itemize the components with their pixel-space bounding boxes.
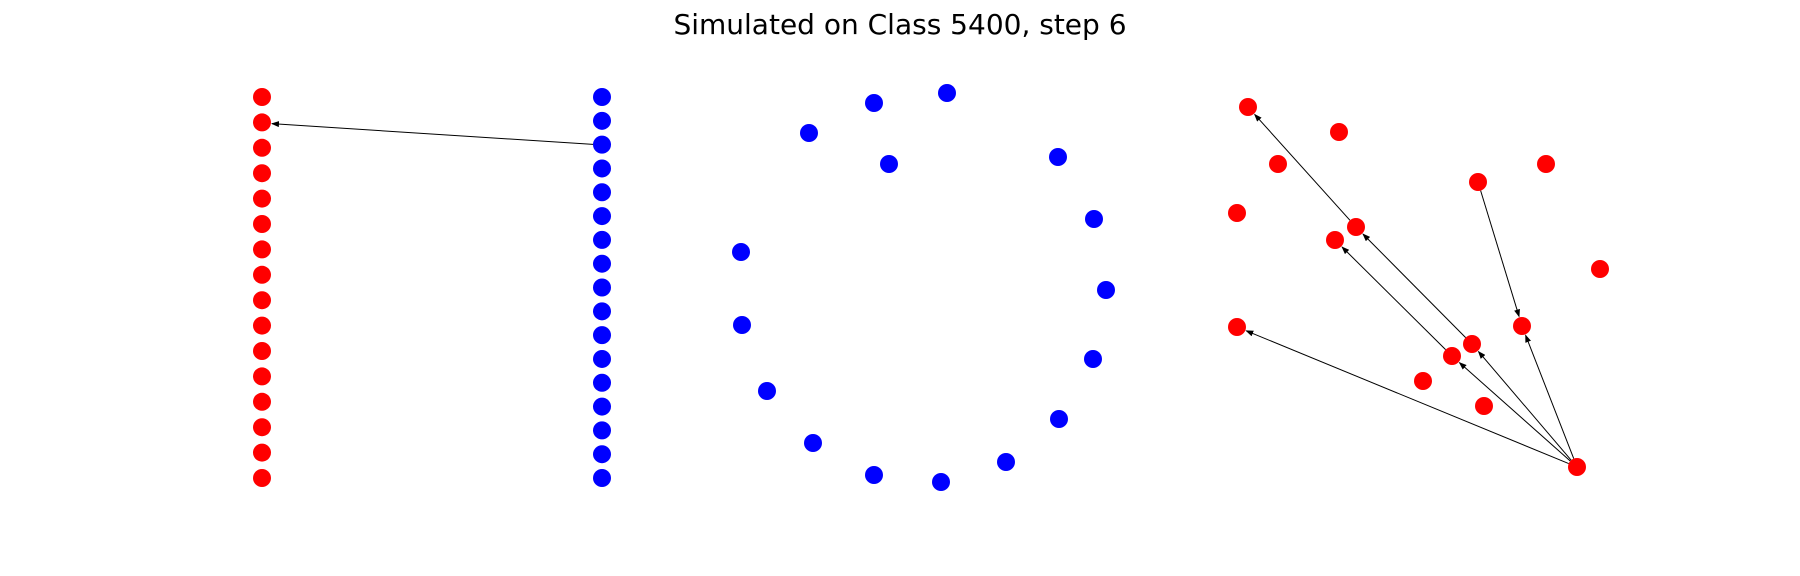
ring-node-12: [732, 243, 750, 261]
middle-column-node-8: [593, 278, 611, 297]
right-graph-edge-3: [1480, 190, 1520, 318]
right-graph-node-7: [1537, 155, 1555, 173]
ring-node-9: [804, 434, 822, 452]
left-column-node-13: [253, 418, 271, 437]
middle-column-node-13: [593, 397, 611, 416]
right-graph-edge-4: [1245, 330, 1569, 465]
left-column-node-10: [253, 342, 271, 360]
ring-node-7: [932, 473, 950, 491]
middle-column-node-10: [593, 326, 611, 345]
cross-edge-0: [270, 121, 594, 145]
ring-node-5: [1050, 410, 1068, 428]
right-graph-node-13: [1414, 372, 1432, 390]
figure-title: Simulated on Class 5400, step 6: [673, 8, 1126, 41]
right-graph-node-8: [1591, 260, 1609, 278]
middle-column-node-4: [593, 183, 611, 202]
ring-node-2: [1085, 210, 1103, 228]
right-graph-node-6: [1469, 173, 1487, 191]
right-graph-edge-6: [1477, 350, 1572, 461]
middle-column-node-1: [593, 111, 611, 130]
right-graph-node-12: [1443, 347, 1461, 365]
left-column-node-6: [253, 240, 271, 259]
ring-node-1: [1049, 148, 1067, 166]
left-column-node-7: [253, 265, 271, 284]
right-graph-node-10: [1513, 317, 1531, 335]
middle-column-node-5: [593, 207, 611, 226]
middle-column-node-2: [593, 135, 611, 154]
left-column-node-9: [253, 316, 271, 335]
middle-column-node-14: [593, 421, 611, 440]
left-column-node-2: [253, 138, 271, 157]
right-graph-edge-7: [1525, 334, 1575, 459]
left-column-node-15: [253, 469, 271, 487]
right-graph-node-2: [1269, 155, 1287, 173]
ring-node-8: [865, 466, 883, 484]
left-column-node-3: [253, 164, 271, 183]
nodes-layer: [253, 84, 1609, 491]
right-graph-node-5: [1326, 231, 1344, 249]
left-column-node-4: [253, 189, 271, 208]
left-column-node-12: [253, 392, 271, 411]
right-graph-edge-5: [1458, 361, 1571, 462]
left-column-node-11: [253, 367, 271, 386]
right-graph-node-4: [1347, 218, 1365, 236]
ring-node-11: [733, 316, 751, 334]
middle-column-node-9: [593, 302, 611, 321]
edges-layer: [270, 113, 1575, 465]
right-graph-node-11: [1463, 335, 1481, 353]
ring-node-4: [1084, 350, 1102, 368]
ring-node-13: [880, 155, 898, 173]
right-graph-edge-1: [1362, 233, 1467, 338]
left-column-node-14: [253, 443, 271, 462]
middle-column-node-15: [593, 445, 611, 464]
right-graph-node-9: [1228, 318, 1246, 336]
middle-column-node-16: [593, 469, 611, 487]
ring-node-15: [865, 94, 883, 112]
middle-column-node-7: [593, 254, 611, 273]
right-graph-node-1: [1330, 123, 1348, 141]
right-graph-node-15: [1568, 458, 1586, 476]
ring-node-14: [800, 124, 818, 142]
right-graph-edge-0: [1254, 113, 1351, 221]
right-graph-edge-2: [1341, 246, 1446, 351]
ring-node-6: [997, 453, 1015, 471]
ring-node-0: [938, 84, 956, 102]
right-graph-node-14: [1475, 397, 1493, 415]
middle-column-node-12: [593, 373, 611, 392]
left-column-node-5: [253, 215, 271, 233]
left-column-node-8: [253, 291, 271, 310]
ring-node-3: [1097, 281, 1115, 299]
left-column-node-1: [253, 113, 271, 132]
middle-column-node-6: [593, 230, 611, 249]
right-graph-node-3: [1228, 204, 1246, 222]
middle-column-node-3: [593, 159, 611, 178]
middle-column-node-11: [593, 349, 611, 368]
ring-node-10: [758, 382, 776, 400]
middle-column-node-0: [593, 88, 611, 106]
left-column-node-0: [253, 88, 271, 106]
right-graph-node-0: [1239, 98, 1257, 116]
